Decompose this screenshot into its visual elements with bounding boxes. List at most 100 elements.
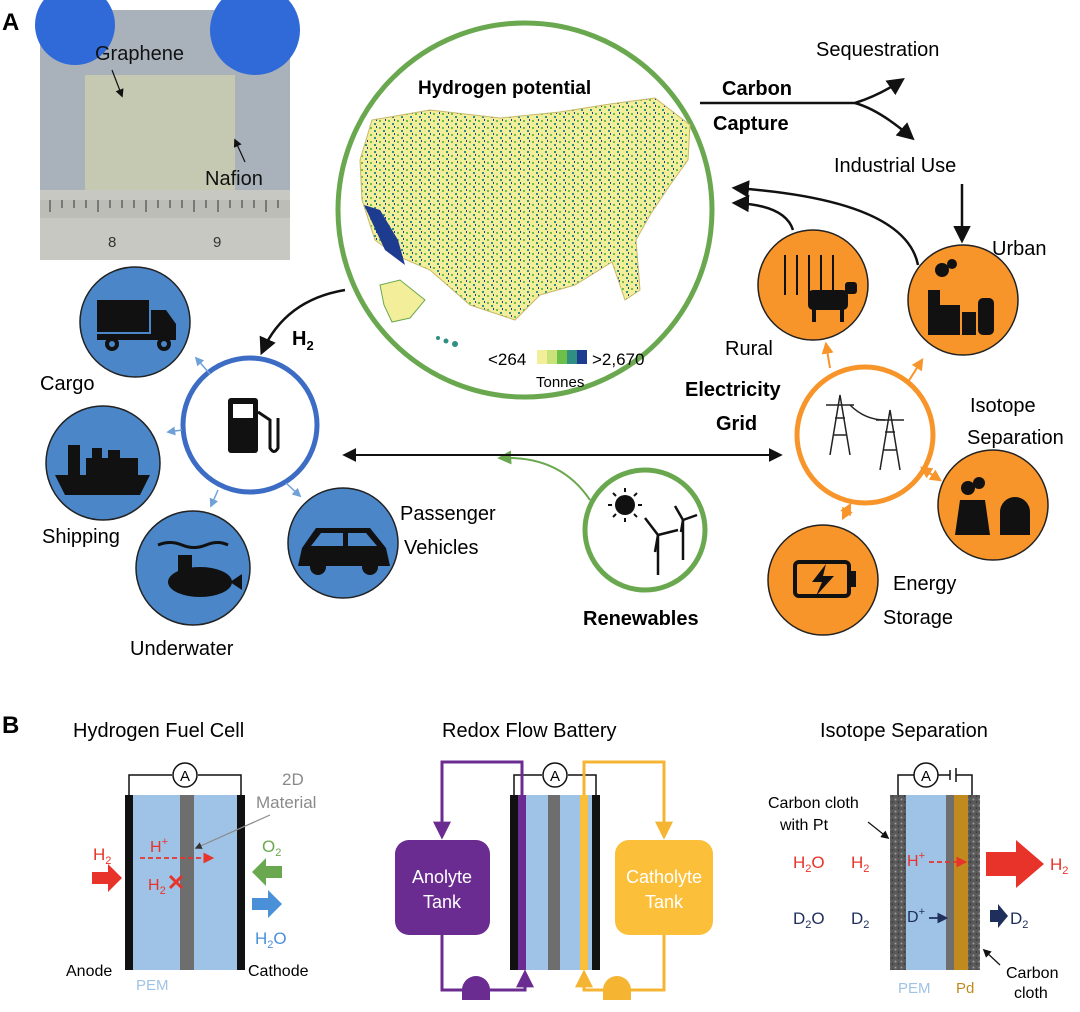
cow-icon (808, 282, 857, 322)
iso-hplus-label: H+ (907, 850, 925, 870)
wheat-icon (784, 255, 834, 295)
fc-h2o-label: H2O (255, 929, 287, 951)
fc-ammeter (172, 762, 198, 788)
iso-cloth-pt-line1: Carbon cloth (768, 795, 859, 812)
map-title: Hydrogen potential (418, 78, 591, 99)
panel-a-letter: A (2, 9, 19, 36)
grid-isotope-arrow (920, 466, 942, 482)
iso-dplus-label: D+ (907, 906, 925, 926)
glove-right-shape (210, 0, 300, 75)
hub-to-shipping-arrow (166, 426, 183, 436)
fuel-cell-diagram: Hydrogen Fuel Cell A 2D Material H2 H+ H… (66, 720, 316, 994)
wind-turbine-icon (644, 505, 698, 575)
grid-line2: Grid (716, 413, 757, 435)
hub-to-cargo-arrow (194, 356, 211, 375)
isotope-line2: Separation (967, 427, 1064, 449)
carbon-capture-line2: Capture (713, 113, 789, 135)
fc-material-line1: 2D (282, 770, 304, 789)
panel-b-letter: B (2, 712, 19, 739)
grid-to-urban-arrow (907, 357, 924, 383)
shipping-label: Shipping (42, 526, 120, 548)
iso-cloth-line1: Carbon (1006, 965, 1058, 982)
iso-ammeter (913, 762, 939, 788)
iso-cloth-line2: cloth (1014, 985, 1048, 1002)
fc-ammeter-label: A (180, 768, 190, 785)
grid-line1: Electricity (685, 379, 781, 401)
iso-d2o-label: D2O (793, 909, 825, 931)
alaska-shape (379, 279, 426, 323)
iso-h2-out-label: H2 (1050, 855, 1068, 877)
anolyte-tank (395, 840, 490, 935)
fuel-cell-title: Hydrogen Fuel Cell (73, 720, 244, 742)
iso-cloth-pt-line2: with Pt (779, 817, 829, 834)
iso-d2-out-label: D2 (1010, 909, 1028, 931)
storage-line1: Energy (893, 573, 956, 595)
isotope-sep-title: Isotope Separation (820, 720, 988, 742)
flow-battery-title: Redox Flow Battery (442, 720, 617, 742)
fc-anode-plate (125, 795, 133, 970)
fc-cathode-plate (237, 795, 245, 970)
capture-arrow-down (854, 101, 915, 141)
renewables-to-main-arrow (497, 450, 591, 501)
iso-h2o-label: H2O (793, 853, 825, 875)
fc-hplus-label: H+ (150, 836, 168, 856)
legend-min: <264 (488, 350, 526, 369)
ruler-label-8: 8 (108, 234, 116, 251)
california-shape (364, 205, 405, 265)
fc-h2-in-label: H2 (93, 845, 111, 867)
fc-pem-label: PEM (136, 977, 169, 994)
iso-h2-out-arrow (986, 840, 1044, 888)
iso-d2-left-label: D2 (851, 909, 869, 931)
grid-ring (794, 364, 936, 506)
legend-max: >2,670 (592, 350, 644, 369)
grid-storage-arrow (840, 502, 853, 521)
fc-o2-arrow (252, 858, 282, 886)
fc-anode-label: Anode (66, 963, 112, 980)
hydrogen-potential-map: Hydrogen potential <264 >2,670 Tonnes (335, 20, 715, 400)
legend-unit: Tonnes (536, 374, 584, 391)
submarine-icon (157, 541, 242, 597)
passenger-line2: Vehicles (404, 537, 479, 559)
iso-ammeter-label: A (921, 768, 931, 785)
h2-label: H2 (292, 328, 314, 353)
glove-left-shape (35, 0, 115, 65)
isotope-circle (937, 449, 1049, 561)
fb-ammeter (542, 762, 568, 788)
fc-cathode-label: Cathode (248, 963, 309, 980)
fb-ammeter-label: A (550, 768, 560, 785)
fc-h2o-arrow (252, 890, 282, 918)
isotope-separation-diagram: Isotope Separation A Carbon cloth with P… (768, 720, 1068, 1002)
rural-to-map-arrow (731, 194, 795, 231)
graphene-photo: 8 9 Graphene Nafion (35, 0, 300, 260)
fuel-pump-icon (228, 398, 280, 453)
car-icon (298, 528, 390, 575)
anolyte-line1: Anolyte (412, 867, 472, 887)
iso-pem (906, 795, 946, 970)
anolyte-loop-top (433, 760, 524, 840)
storage-line2: Storage (883, 607, 953, 629)
hub-to-underwater-arrow (209, 489, 219, 508)
sun-icon (608, 488, 642, 522)
fc-material-line2: Material (256, 793, 316, 812)
isotope-line1: Isotope (970, 395, 1036, 417)
power-tower-icon (826, 394, 904, 471)
catholyte-line1: Catholyte (626, 867, 702, 887)
fc-h2-in-arrow (92, 864, 122, 892)
fc-h2-blocked-label: H2 (148, 877, 166, 897)
fc-o2-label: O2 (262, 837, 281, 859)
fc-blocked-x-icon (168, 874, 184, 890)
grid-to-rural-arrow (821, 341, 834, 369)
legend-colorbar (537, 350, 587, 364)
ship-icon (55, 445, 150, 495)
catholyte-line2: Tank (645, 892, 684, 912)
flow-battery-diagram: Redox Flow Battery A Anolyte Tank Cathol… (395, 720, 713, 1000)
renewables-label: Renewables (583, 608, 699, 630)
iso-pd-layer (954, 795, 968, 970)
iso-cloth-pt (890, 795, 906, 970)
cargo-label: Cargo (40, 373, 94, 395)
iso-cloth (968, 795, 980, 970)
catholyte-loop-top (582, 760, 673, 840)
urban-circle (907, 244, 1019, 356)
iso-membrane (946, 795, 954, 970)
